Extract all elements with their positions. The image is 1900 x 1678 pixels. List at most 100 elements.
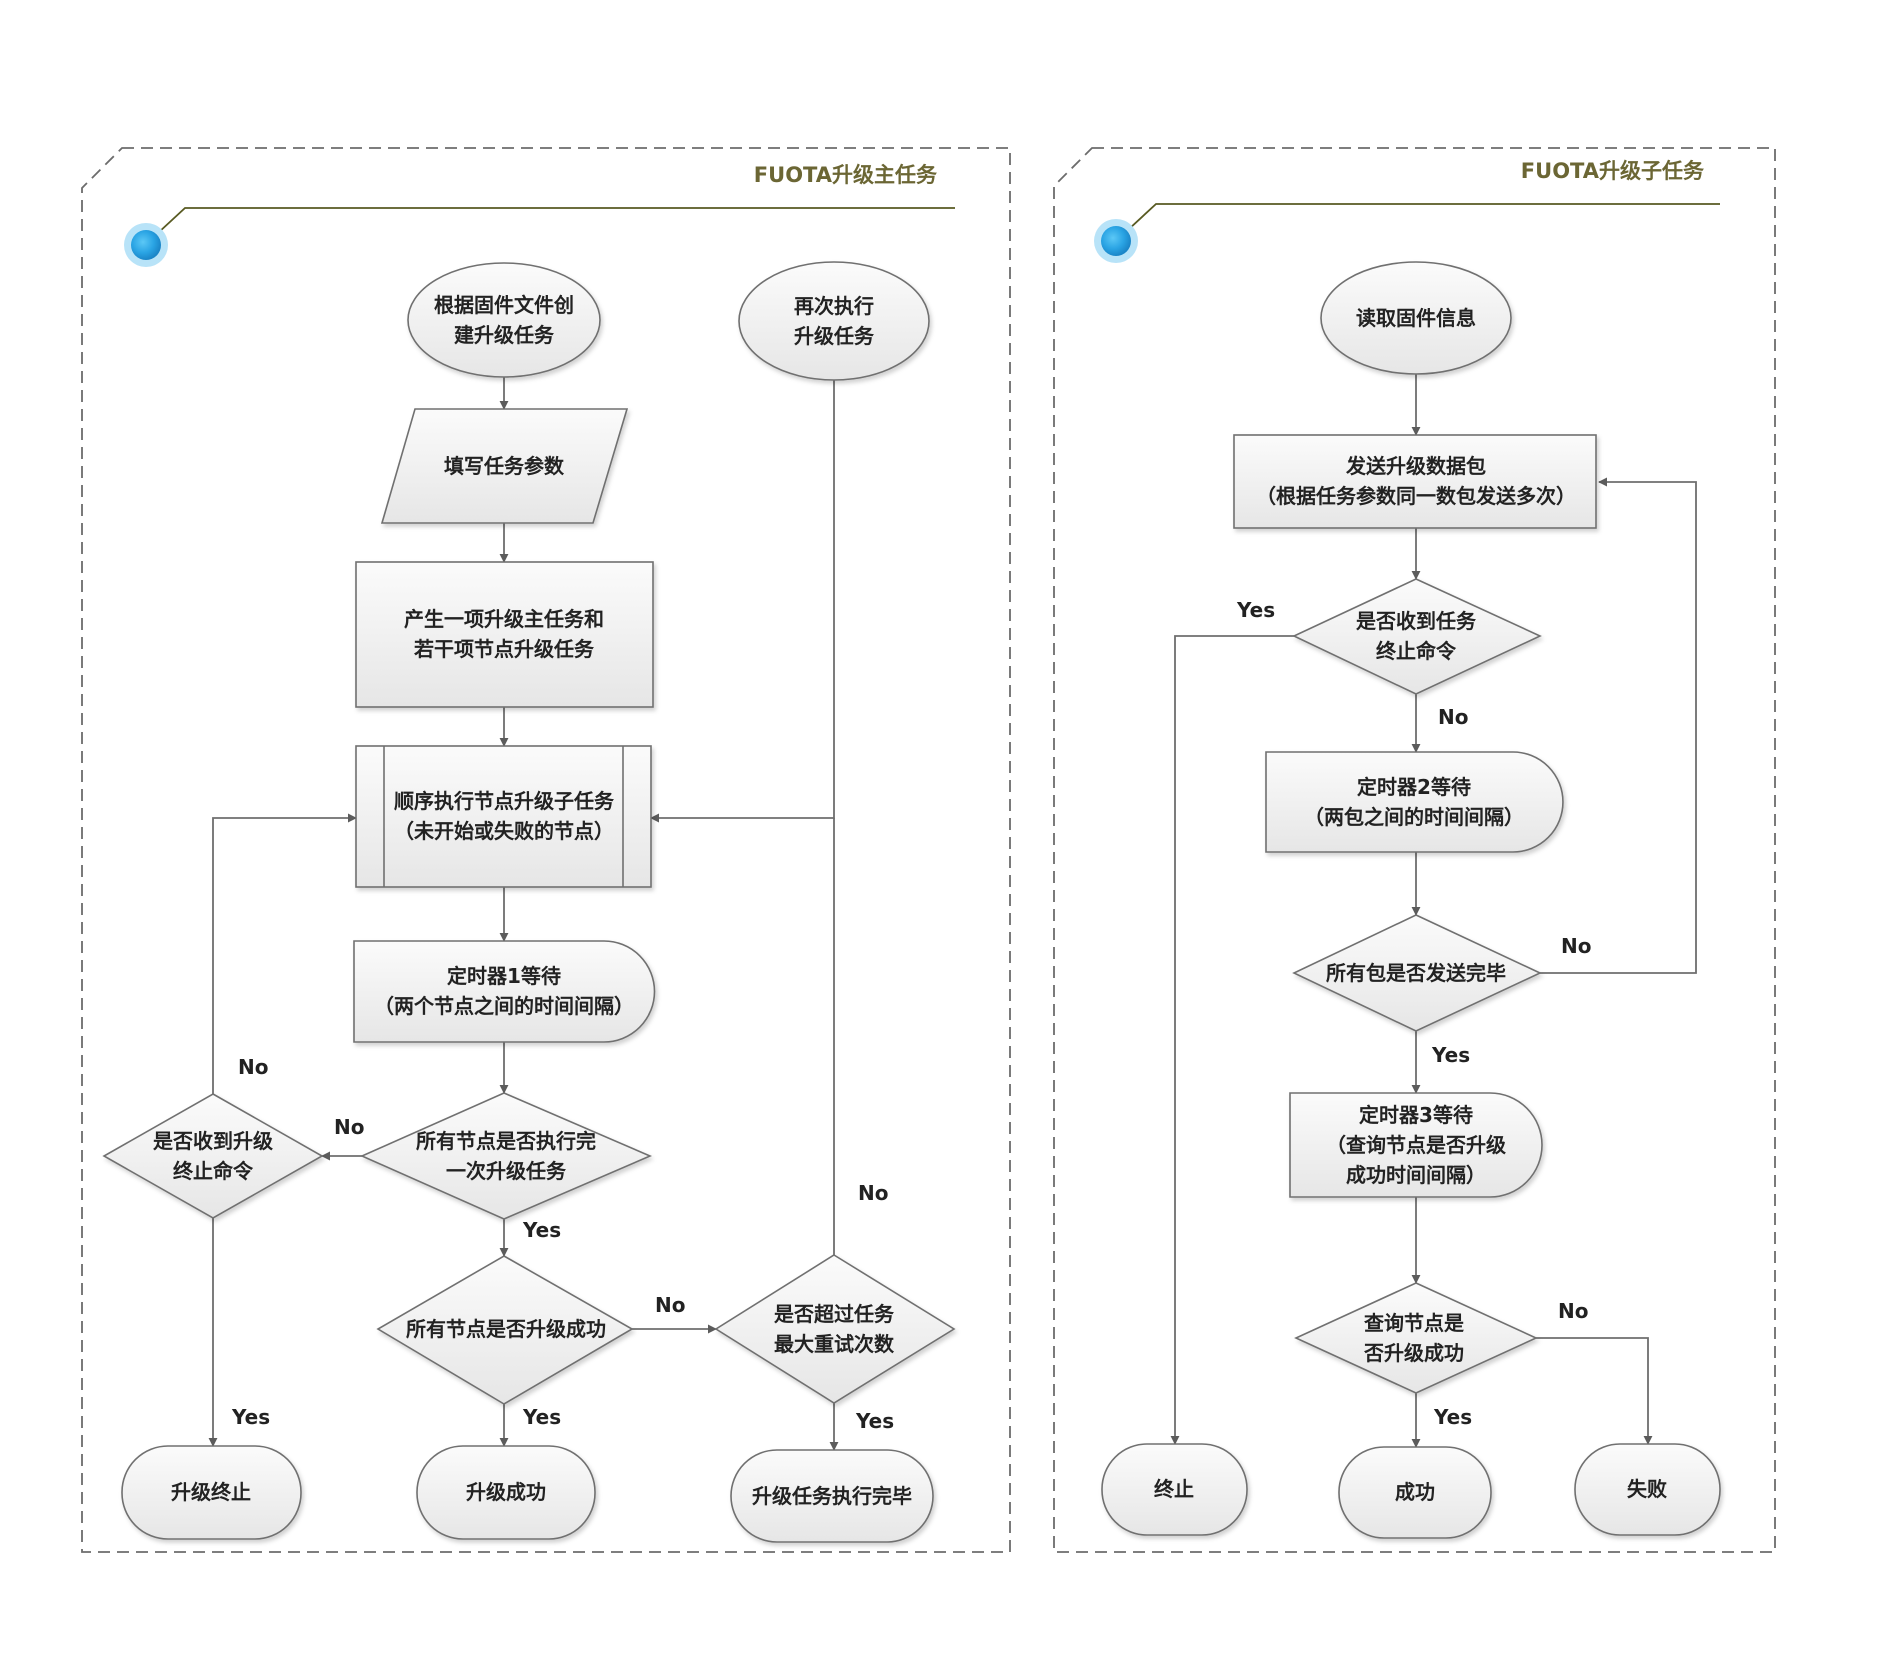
node-label-line: 升级任务 <box>794 324 875 348</box>
node-all-nodes-executed-text: 所有节点是否执行完一次升级任务 <box>416 1129 596 1183</box>
node-label-line: 若干项节点升级任务 <box>413 637 595 661</box>
node-task-finished-text: 升级任务执行完毕 <box>752 1484 912 1508</box>
node-label-line: 升级终止 <box>171 1480 251 1504</box>
node-label-line: （两个节点之间的时间间隔） <box>374 994 634 1018</box>
node-timer1-text: 定时器1等待 （两个节点之间的时间间隔） <box>374 964 634 1018</box>
node-label-line: 最大重试次数 <box>774 1332 895 1356</box>
node-timer2: 定时器2等待 （两包之间的时间间隔） <box>1265 751 1564 853</box>
node-fill-task-params-text: 填写任务参数 <box>444 454 565 478</box>
node-upgrade-terminated: 升级终止 <box>121 1445 302 1540</box>
node-label-line: 否升级成功 <box>1363 1341 1464 1365</box>
node-label-line: 终止 <box>1154 1477 1194 1501</box>
node-retry-task: 再次执行升级任务 <box>738 261 930 381</box>
node-label-line: 失败 <box>1627 1477 1667 1501</box>
main-edges <box>208 377 839 1451</box>
node-timer1: 定时器1等待 （两个节点之间的时间间隔） <box>353 940 656 1043</box>
edge-label-no-terminate-main: No <box>238 1055 268 1079</box>
node-label-line: 定时器1等待 <box>447 964 561 988</box>
node-received-terminate-main: 是否收到升级终止命令 <box>102 1093 324 1219</box>
node-label-line: （查询节点是否升级 <box>1326 1133 1506 1157</box>
node-generate-tasks: 产生一项升级主任务和若干项节点升级任务 <box>355 561 654 708</box>
node-label-line: 是否超过任务 <box>773 1302 895 1326</box>
node-label-line: 发送升级数据包 <box>1345 454 1486 478</box>
node-retry-task-text: 再次执行升级任务 <box>794 294 875 348</box>
node-upgrade-success-text: 升级成功 <box>466 1480 546 1504</box>
node-label-line: （根据任务参数同一数包发送多次） <box>1256 484 1576 508</box>
sub-panel-frame <box>1053 147 1776 1553</box>
node-sub-success: 成功 <box>1338 1446 1492 1539</box>
node-label-line: 定时器3等待 <box>1359 1103 1473 1127</box>
node-read-firmware: 读取固件信息 <box>1320 261 1512 375</box>
node-create-task-text: 根据固件文件创建升级任务 <box>434 293 574 347</box>
node-label-line: 填写任务参数 <box>444 454 565 478</box>
node-label-line: 成功时间间隔） <box>1346 1163 1486 1187</box>
node-send-packet: 发送升级数据包 （根据任务参数同一数包发送多次） <box>1233 434 1597 529</box>
node-label-line: 是否收到任务 <box>1355 609 1477 633</box>
node-label-line: 终止命令 <box>1376 639 1457 663</box>
main-panel-title: FUOTA升级主任务 <box>754 163 938 187</box>
node-label-line: 所有节点是否执行完 <box>416 1129 596 1153</box>
node-execute-sequential-text: 顺序执行节点升级子任务 （未开始或失败的节点） <box>394 789 615 843</box>
edge-labels: No No Yes Yes Yes No No Yes Yes No No Ye… <box>231 598 1591 1433</box>
node-timer3-text: 定时器3等待 （查询节点是否升级成功时间间隔） <box>1326 1103 1506 1187</box>
node-label-line: 顺序执行节点升级子任务 <box>394 789 615 813</box>
node-exceed-max-retry-text: 是否超过任务最大重试次数 <box>773 1302 895 1356</box>
node-all-packets-sent-text: 所有包是否发送完毕 <box>1326 961 1506 985</box>
sub-edges <box>1170 374 1697 1448</box>
edge-label-yes-all-success: Yes <box>522 1405 561 1429</box>
node-label-line: （未开始或失败的节点） <box>394 819 614 843</box>
node-timer3: 定时器3等待 （查询节点是否升级成功时间间隔） <box>1289 1092 1543 1198</box>
node-label-line: 根据固件文件创 <box>434 293 574 317</box>
node-received-terminate-sub-text: 是否收到任务终止命令 <box>1355 609 1477 663</box>
node-label-line: 一次升级任务 <box>446 1159 567 1183</box>
node-upgrade-success: 升级成功 <box>416 1445 596 1540</box>
node-sub-fail: 失败 <box>1574 1443 1721 1536</box>
edge-label-yes-exceed-retry: Yes <box>855 1409 894 1433</box>
node-timer2-text: 定时器2等待 （两包之间的时间间隔） <box>1304 775 1524 829</box>
node-sub-fail-text: 失败 <box>1627 1477 1667 1501</box>
node-label-line: （两包之间的时间间隔） <box>1304 805 1524 829</box>
node-all-nodes-executed: 所有节点是否执行完一次升级任务 <box>360 1092 653 1220</box>
node-label-line: 升级成功 <box>466 1480 546 1504</box>
edge-label-no-terminate-sub: No <box>1438 705 1468 729</box>
node-label-line: 升级任务执行完毕 <box>752 1484 912 1508</box>
node-sub-success-text: 成功 <box>1395 1480 1435 1504</box>
edge-label-no-exceed-retry: No <box>858 1181 888 1205</box>
node-query-node-success-text: 查询节点是否升级成功 <box>1363 1311 1464 1365</box>
node-received-terminate-main-text: 是否收到升级终止命令 <box>152 1129 273 1183</box>
node-label-line: 定时器2等待 <box>1357 775 1471 799</box>
node-generate-tasks-text: 产生一项升级主任务和若干项节点升级任务 <box>404 607 604 661</box>
node-sub-terminate-text: 终止 <box>1154 1477 1194 1501</box>
main-task-panel: FUOTA升级主任务 <box>81 147 1011 1553</box>
node-task-finished: 升级任务执行完毕 <box>730 1449 934 1543</box>
node-label-line: 所有节点是否升级成功 <box>406 1317 606 1341</box>
node-all-nodes-success: 所有节点是否升级成功 <box>376 1255 634 1405</box>
edge-label-no-all-success: No <box>655 1293 685 1317</box>
node-label-line: 建升级任务 <box>454 323 555 347</box>
node-exceed-max-retry: 是否超过任务最大重试次数 <box>714 1254 956 1404</box>
sub-panel-title: FUOTA升级子任务 <box>1521 159 1705 183</box>
node-fill-task-params: 填写任务参数 <box>380 408 629 524</box>
node-label-line: 成功 <box>1395 1480 1435 1504</box>
node-label-line: 读取固件信息 <box>1356 306 1476 330</box>
node-upgrade-terminated-text: 升级终止 <box>171 1480 251 1504</box>
node-all-nodes-success-text: 所有节点是否升级成功 <box>406 1317 606 1341</box>
node-label-line: 终止命令 <box>173 1159 254 1183</box>
main-panel-frame <box>81 147 1011 1553</box>
node-received-terminate-sub: 是否收到任务终止命令 <box>1292 578 1542 695</box>
main-panel-accent-line <box>144 207 955 246</box>
node-label-line: 产生一项升级主任务和 <box>404 607 604 631</box>
node-send-packet-text: 发送升级数据包 （根据任务参数同一数包发送多次） <box>1256 454 1576 508</box>
sub-panel-accent-line <box>1115 203 1720 242</box>
edge-label-yes-all-executed: Yes <box>522 1218 561 1242</box>
node-label-line: 所有包是否发送完毕 <box>1326 961 1506 985</box>
edge-label-yes-query: Yes <box>1433 1405 1472 1429</box>
node-label-line: 查询节点是 <box>1364 1311 1464 1335</box>
node-read-firmware-text: 读取固件信息 <box>1356 306 1476 330</box>
edge-label-no-all-executed: No <box>334 1115 364 1139</box>
node-label-line: 是否收到升级 <box>152 1129 273 1153</box>
edge-label-no-query: No <box>1558 1299 1588 1323</box>
node-sub-terminate: 终止 <box>1101 1443 1248 1536</box>
node-label-line: 再次执行 <box>794 294 874 318</box>
